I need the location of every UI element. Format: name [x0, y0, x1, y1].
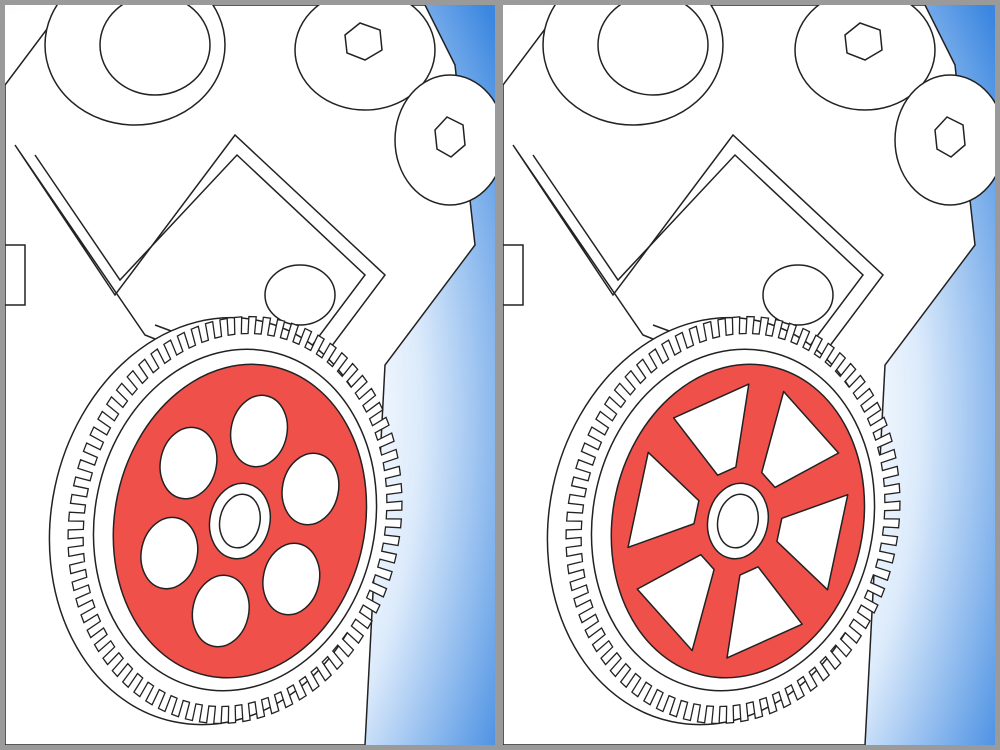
gear	[546, 315, 901, 726]
idler-shaft	[264, 264, 336, 326]
cam-bore-inner	[99, 5, 211, 96]
lightening-hole	[159, 426, 218, 500]
hex-bolt-2	[434, 116, 466, 158]
side-bracket	[503, 244, 524, 306]
lightening-hole	[140, 516, 199, 590]
lightening-hole	[262, 542, 321, 616]
hex-bolt-1	[344, 22, 383, 61]
gear-drawing-holes	[5, 5, 495, 745]
right-panel-gear-spokes	[503, 5, 995, 745]
spoke-window	[776, 493, 849, 591]
cam-bore-inner	[597, 5, 709, 96]
lightening-hole	[191, 574, 250, 648]
lightening-hole	[281, 452, 340, 526]
hex-bolt-1	[844, 22, 883, 61]
left-panel-gear-holes	[5, 5, 495, 745]
spoke-window	[636, 553, 715, 652]
spoke-window	[672, 383, 750, 476]
gear	[48, 315, 403, 726]
hub-bore	[218, 493, 261, 549]
spoke-window	[627, 451, 700, 549]
hub-bore	[716, 493, 759, 549]
lightening-hole	[229, 394, 289, 468]
spoke-window	[726, 566, 803, 659]
spoke-window	[760, 390, 840, 489]
side-bracket	[5, 244, 26, 306]
hex-bolt-2	[934, 116, 966, 158]
gear-drawing-spokes	[503, 5, 995, 745]
idler-shaft	[762, 264, 834, 326]
